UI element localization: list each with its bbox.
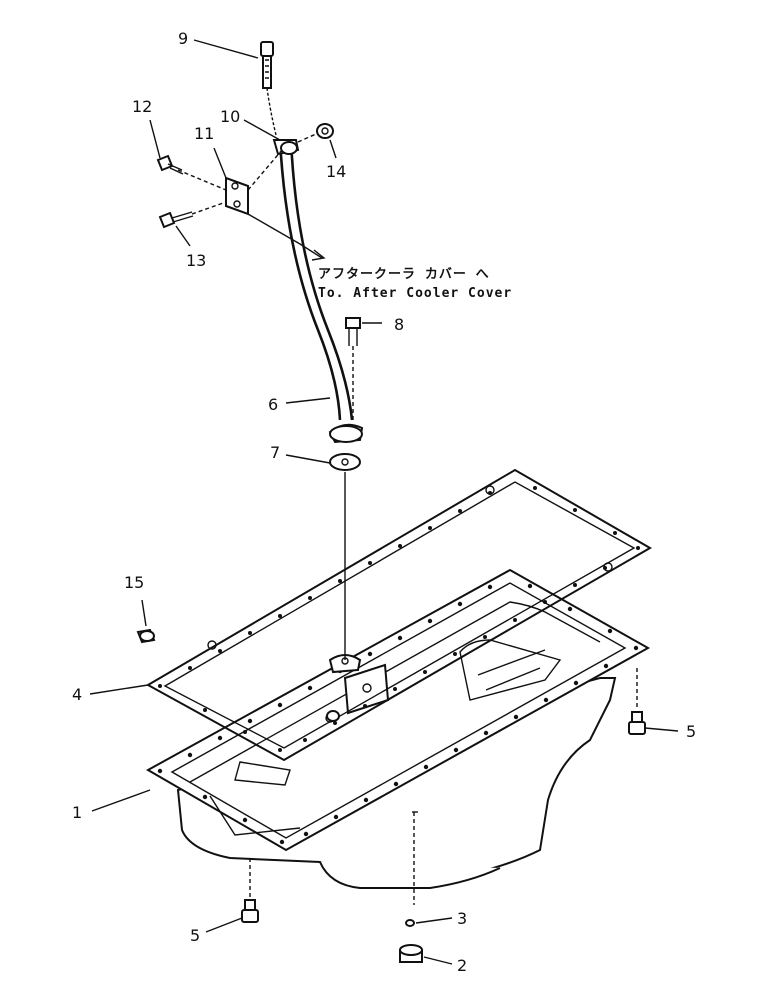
callout-5-right: 5 — [686, 722, 696, 741]
callout-6: 6 — [268, 395, 278, 414]
bolt-5-left — [241, 858, 259, 923]
leader-lines — [89, 39, 679, 965]
callout-7: 7 — [270, 443, 280, 462]
bracket-11 — [225, 176, 249, 216]
bolt-8 — [345, 317, 361, 420]
gasket-bolt-holes — [158, 486, 640, 752]
callout-13: 13 — [186, 251, 206, 270]
callout-2: 2 — [457, 956, 467, 975]
callout-15: 15 — [124, 573, 144, 592]
callout-11: 11 — [194, 124, 214, 143]
callout-14: 14 — [326, 162, 346, 181]
callout-3: 3 — [457, 909, 467, 928]
plug-15 — [136, 628, 156, 644]
callout-5-left: 5 — [190, 926, 200, 945]
nut-14 — [247, 123, 334, 191]
callout-1: 1 — [72, 803, 82, 822]
gauge-tube — [278, 139, 364, 444]
routing-line — [247, 213, 323, 259]
callout-9: 9 — [178, 29, 188, 48]
routing-arrowhead — [311, 249, 326, 261]
note-english: To. After Cooler Cover — [318, 286, 512, 301]
bolt-5-right — [628, 668, 646, 735]
callout-12: 12 — [132, 97, 152, 116]
bolt-12 — [156, 154, 227, 191]
callout-4: 4 — [72, 685, 82, 704]
oil-pan — [145, 568, 651, 889]
dipstick — [260, 41, 277, 136]
bolt-13 — [158, 201, 227, 229]
plate-on-pan-ring — [326, 710, 340, 722]
gasket — [145, 468, 652, 762]
gasket-7 — [329, 453, 361, 660]
callout-10: 10 — [220, 107, 240, 126]
drain-plug-2 — [399, 811, 423, 963]
callout-8: 8 — [394, 315, 404, 334]
note-japanese: アフタークーラ カバー へ — [318, 267, 490, 282]
tube-head-10 — [272, 139, 300, 156]
